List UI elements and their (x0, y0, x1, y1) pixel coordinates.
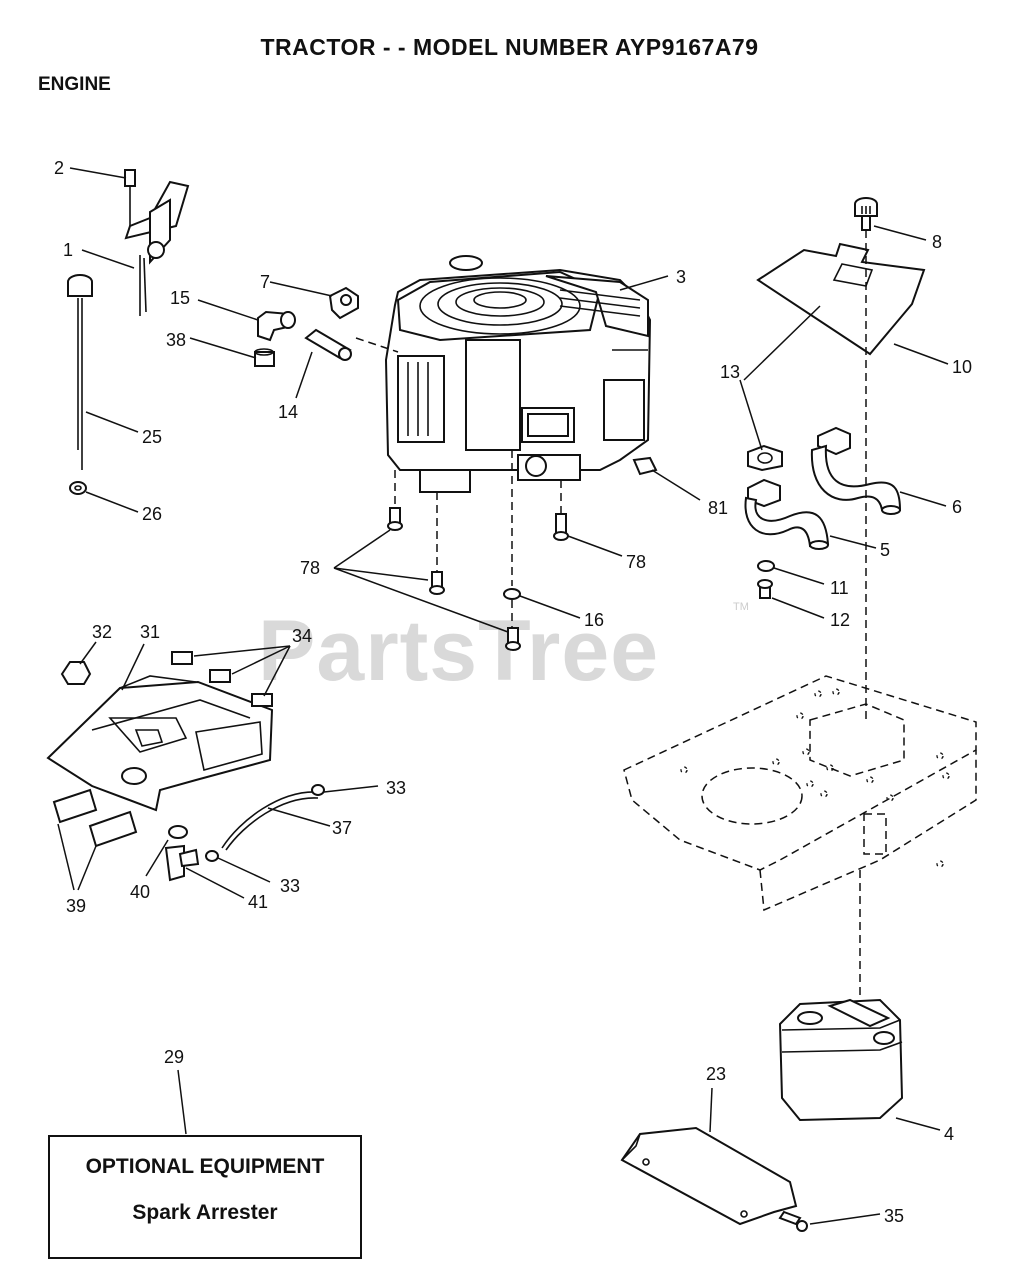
callout-numbers: 1 2 3 4 5 6 7 8 10 11 12 13 14 15 16 23 … (54, 158, 972, 1226)
callout-5: 5 (880, 540, 890, 560)
callout-32: 32 (92, 622, 112, 642)
callout-10: 10 (952, 357, 972, 377)
callout-78-right: 78 (626, 552, 646, 572)
page-title: TRACTOR - - MODEL NUMBER AYP9167A79 (260, 34, 759, 60)
callout-35: 35 (884, 1206, 904, 1226)
callout-15: 15 (170, 288, 190, 308)
callout-6: 6 (952, 497, 962, 517)
callout-16: 16 (584, 610, 604, 630)
callout-3: 3 (676, 267, 686, 287)
callout-38: 38 (166, 330, 186, 350)
engine-part (384, 255, 652, 493)
optional-equipment-item: Spark Arrester (132, 1201, 278, 1224)
callout-40: 40 (130, 882, 150, 902)
callout-31: 31 (140, 622, 160, 642)
callout-12: 12 (830, 610, 850, 630)
callout-41: 41 (248, 892, 268, 912)
callout-26: 26 (142, 504, 162, 524)
callout-1: 1 (63, 240, 73, 260)
callout-37: 37 (332, 818, 352, 838)
callout-13: 13 (720, 362, 740, 382)
callout-34: 34 (292, 626, 312, 646)
fuel-elbow-part (254, 286, 399, 367)
callout-2: 2 (54, 158, 64, 178)
watermark-trademark: TM (733, 601, 749, 613)
muffler-shield-part (620, 1126, 808, 1232)
callout-8: 8 (932, 232, 942, 252)
section-title: ENGINE (38, 74, 111, 95)
optional-equipment-box: OPTIONAL EQUIPMENT Spark Arrester (48, 1135, 362, 1259)
callout-7: 7 (260, 272, 270, 292)
optional-equipment-heading: OPTIONAL EQUIPMENT (85, 1155, 325, 1178)
callout-23: 23 (706, 1064, 726, 1084)
watermark: PartsTree (258, 603, 659, 699)
mounting-bolts-part (387, 450, 658, 651)
callout-25: 25 (142, 427, 162, 447)
callout-29: 29 (164, 1047, 184, 1067)
callout-11: 11 (830, 578, 849, 598)
heat-shield-part (756, 197, 926, 720)
callout-81: 81 (708, 498, 728, 518)
callout-33-lower: 33 (280, 876, 300, 896)
exhaust-pipe-part (744, 296, 902, 599)
dipstick-part (67, 274, 93, 495)
frame-plate-part (623, 675, 977, 1000)
throttle-control-part (124, 169, 190, 316)
leader-lines (57, 167, 949, 1225)
callout-4: 4 (944, 1124, 954, 1144)
callout-78-left: 78 (300, 558, 320, 578)
callout-14: 14 (278, 402, 298, 422)
fuel-tank-part (46, 651, 325, 882)
muffler-part (778, 998, 904, 1122)
callout-39: 39 (66, 896, 86, 916)
callout-33-upper: 33 (386, 778, 406, 798)
